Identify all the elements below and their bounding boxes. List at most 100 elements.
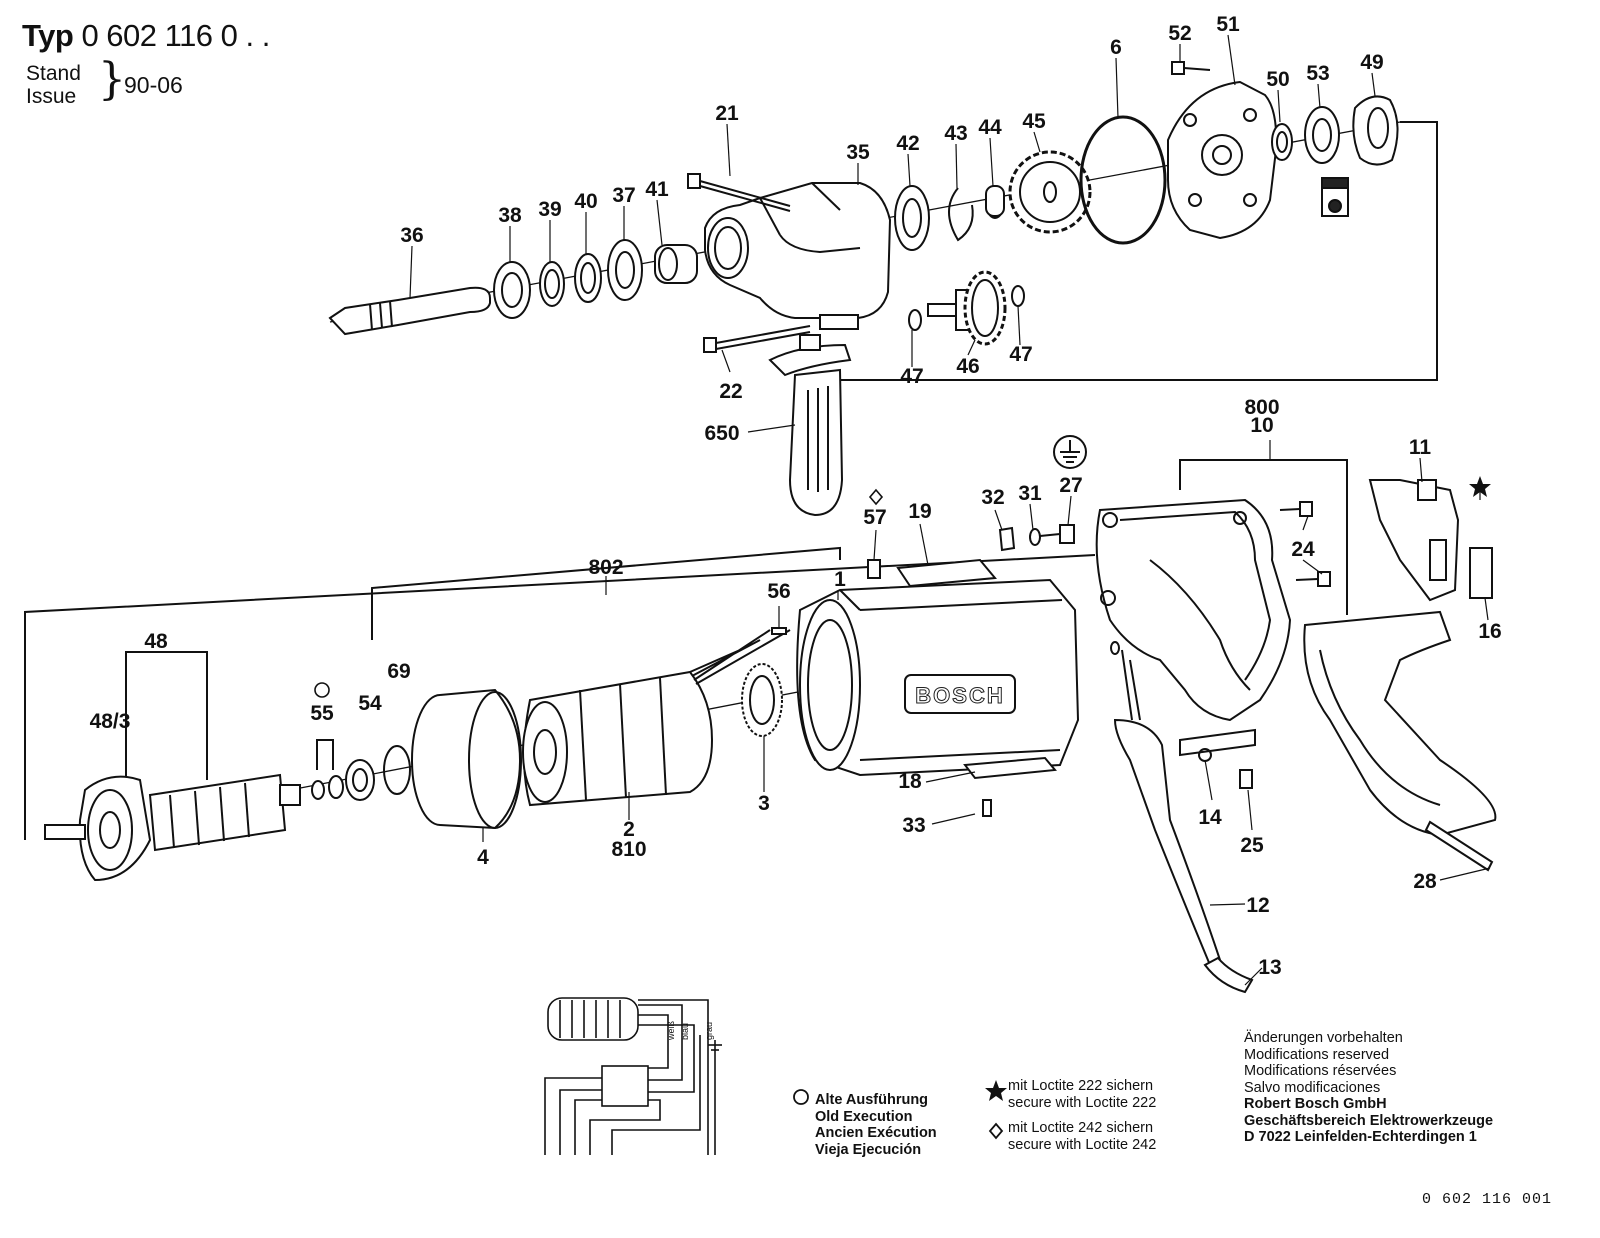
issue-label: Issue: [26, 85, 77, 108]
leader-lines: [409, 34, 1491, 986]
bearing-flange-51: [1167, 80, 1278, 240]
part-label: 35: [846, 141, 870, 164]
part-label: 21: [715, 102, 739, 125]
bearing-54: [345, 759, 375, 801]
legend-company: Änderungen vorbehalten Modifications res…: [1244, 1030, 1493, 1146]
part-label: 32: [981, 486, 1004, 509]
cable-clamp-14: [1179, 728, 1256, 762]
o-ring-69: [383, 745, 411, 795]
part-label: 13: [1258, 956, 1281, 979]
bracket-55: [316, 739, 334, 770]
pin-56: [771, 627, 787, 635]
part-label: 18: [898, 770, 922, 793]
part-label: 11: [1409, 436, 1432, 459]
part-label: 69: [387, 660, 410, 683]
modifications-fr: Modifications réservées: [1244, 1063, 1397, 1079]
plate-19: [896, 558, 997, 588]
part-label: 31: [1018, 482, 1042, 505]
part-label: 47: [1009, 343, 1032, 366]
type-number: 0 602 116 0 . .: [81, 18, 270, 53]
connector-line-upper: [840, 121, 1438, 381]
screw-22: [703, 325, 811, 353]
diamond-icon: [988, 1122, 1004, 1140]
legend-loctite242-en: secure with Loctite 242: [1008, 1136, 1157, 1153]
star-icon: [985, 1080, 1007, 1101]
part-label: 36: [400, 224, 423, 247]
document-number: 0 602 116 001: [1422, 1191, 1553, 1208]
stand-label: Stand: [26, 62, 81, 85]
part-label: 33: [902, 814, 925, 837]
legend-old-en: Old Execution: [815, 1108, 913, 1125]
part-label: 49: [1360, 51, 1383, 74]
legend-old-de: Alte Ausführung: [815, 1092, 929, 1108]
field-2: [522, 629, 791, 807]
part-label: 25: [1240, 834, 1264, 857]
modifications-en: Modifications reserved: [1244, 1046, 1390, 1063]
grease-package: [1321, 177, 1349, 217]
issue-date: 90-06: [124, 72, 183, 98]
company-division: Geschäftsbereich Elektrowerkzeuge: [1244, 1112, 1494, 1129]
legend-loctite242-de: mit Loctite 242 sichern: [1008, 1120, 1154, 1136]
part-label: 800: [1244, 396, 1279, 419]
part-label: 52: [1168, 22, 1191, 45]
part-label: 56: [767, 580, 790, 603]
company-name: Robert Bosch GmbH: [1244, 1096, 1387, 1112]
plate-18: [963, 756, 1057, 780]
screw-33: [982, 799, 992, 817]
bracket-800: [1179, 459, 1348, 615]
part-label: 3: [758, 792, 770, 815]
screw-57: [867, 559, 881, 579]
part-label: 43: [944, 122, 967, 145]
wire-label-grey: grau: [704, 1022, 714, 1040]
bearing-53: [1304, 106, 1340, 164]
part-label: 28: [1413, 870, 1437, 893]
air-guide-4: [411, 688, 522, 830]
gear-45: [1008, 150, 1092, 234]
part-label: 48/3: [90, 710, 131, 733]
type-designation: Typ 0 602 116 0 . .: [22, 18, 270, 54]
modifications-de: Änderungen vorbehalten: [1244, 1030, 1403, 1046]
cap-49: [1352, 95, 1399, 166]
sleeve-41: [654, 244, 698, 284]
armature-48: [44, 773, 301, 882]
modifications-es: Salvo modificaciones: [1244, 1079, 1381, 1096]
screw-27: [1039, 524, 1075, 544]
star-outline-icon: [314, 682, 330, 698]
wiring-diagram: [544, 997, 722, 1155]
handle-half-800: [1303, 610, 1497, 837]
part-label: 45: [1022, 110, 1046, 133]
part-label: 41: [645, 178, 669, 201]
part-label: 27: [1059, 474, 1082, 497]
bearing-37: [607, 239, 643, 301]
screw-24-lower: [1295, 571, 1331, 587]
legend-old-fr: Ancien Exécution: [815, 1125, 937, 1141]
type-label: Typ: [22, 18, 74, 53]
issue-labels: Stand Issue: [26, 62, 81, 108]
auxiliary-handle-650: [768, 334, 852, 517]
part-label: 19: [908, 500, 931, 523]
circlip-43: [948, 187, 974, 242]
part-label: 2: [623, 818, 635, 841]
part-label: 38: [498, 204, 522, 227]
motor-housing-1: [796, 578, 1080, 777]
connector-line-bracket-802: [371, 546, 841, 640]
screw-25: [1239, 769, 1253, 789]
part-label: 48: [144, 630, 168, 653]
part-label: 37: [612, 184, 635, 207]
star-icon: [1469, 476, 1491, 497]
handle-housing-10: [1095, 498, 1292, 722]
screw-28: [1424, 820, 1494, 872]
part-label: 46: [956, 355, 979, 378]
washers-55: [311, 775, 344, 800]
washer-47-right: [1011, 285, 1025, 307]
wire-label-blue: blau: [680, 1023, 690, 1040]
washer-40: [574, 253, 602, 303]
part-label: 47: [900, 365, 923, 388]
star-outline-icon: [793, 1089, 809, 1105]
brace-glyph: }: [98, 54, 126, 105]
cable-end-13: [1203, 956, 1254, 994]
screw-52: [1171, 61, 1211, 75]
part-label: 4: [477, 846, 489, 869]
bearing-42: [894, 185, 930, 251]
part-label: 802: [588, 556, 623, 579]
